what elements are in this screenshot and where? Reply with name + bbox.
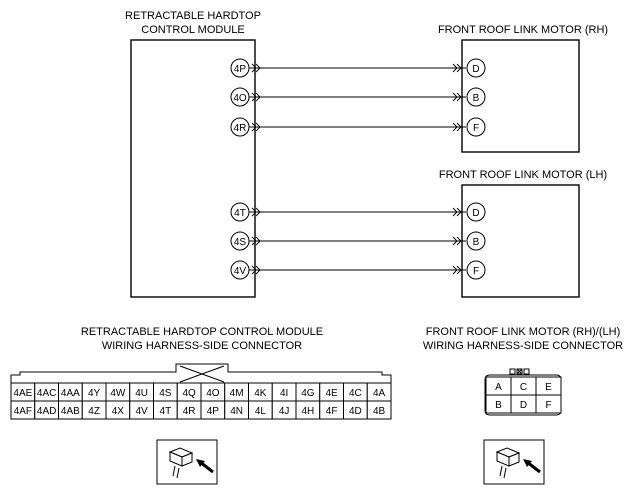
connector-cell-label: 4M xyxy=(230,388,244,399)
motor-lh-title: FRONT ROOF LINK MOTOR (LH) xyxy=(439,169,607,181)
connector-cell-label: 4AA xyxy=(61,388,80,399)
connector-chevrons xyxy=(251,63,462,275)
connector-cell-label: 4B xyxy=(373,406,386,417)
connector-cell-label: 4G xyxy=(301,388,315,399)
module-pin-label: 4P xyxy=(234,64,247,75)
connector-cell-label: 4K xyxy=(254,388,267,399)
motor-rh-pin-B: B xyxy=(466,87,486,107)
connector-cell-label: 4V xyxy=(136,406,149,417)
module-connector-cells: 4AE 4AC 4AA 4Y 4W 4U 4S 4Q 4O 4M 4K 4I 4G 4E 4C 4A 4AF 4A… xyxy=(10,382,392,420)
module-title-line2: CONTROL MODULE xyxy=(141,24,245,36)
motor-lh-box xyxy=(461,184,580,298)
module-pin-4P: 4P xyxy=(230,58,250,78)
connector-cell-label: 4A xyxy=(373,388,386,399)
connector-cell-label: 4T xyxy=(160,406,172,417)
connector-cell-label: 4Y xyxy=(88,388,101,399)
connector-cell-label: 4C xyxy=(349,388,362,399)
connector-cell-label: 4AE xyxy=(13,388,32,399)
module-pin-4V: 4V xyxy=(230,260,250,280)
connector-cell-label: 4N xyxy=(230,406,243,417)
connector-cell-label: 4Q xyxy=(182,388,196,399)
connector-cell-label: F xyxy=(545,400,551,411)
motor-connector-title-line2: WIRING HARNESS-SIDE CONNECTOR xyxy=(423,340,623,352)
wires xyxy=(249,67,466,271)
connector-view-icon xyxy=(156,439,218,485)
motor-lh-pin-D: D xyxy=(466,202,486,222)
motor-connector-title-line1: FRONT ROOF LINK MOTOR (RH)/(LH) xyxy=(426,326,621,338)
module-title-line1: RETRACTABLE HARDTOP xyxy=(125,10,261,22)
connector-cell-label: 4AC xyxy=(37,388,56,399)
module-pin-4R: 4R xyxy=(230,117,250,137)
connector-view-icon xyxy=(483,439,545,485)
connector-cell-label: 4R xyxy=(183,406,196,417)
module-connector-title-line2: WIRING HARNESS-SIDE CONNECTOR xyxy=(102,340,302,352)
motor-rh-pin-D: D xyxy=(466,58,486,78)
connector-cell-label: 4I xyxy=(280,388,288,399)
motor-pin-label: F xyxy=(473,266,479,277)
motor-pin-label: B xyxy=(473,237,480,248)
connector-cell-label: 4AB xyxy=(61,406,80,417)
connector-cell-label: E xyxy=(545,382,552,393)
module-connector-title-line1: RETRACTABLE HARDTOP CONTROL MODULE xyxy=(81,326,323,338)
connector-cell-label: 4S xyxy=(159,388,172,399)
connector-cell-label: 4E xyxy=(326,388,339,399)
connector-cell-label: 4AD xyxy=(37,406,56,417)
module-connector-housing xyxy=(10,363,392,383)
connector-cell-label: B xyxy=(495,400,502,411)
connector-cell-label: 4AF xyxy=(14,406,32,417)
connector-cell-label: A xyxy=(495,382,502,393)
connector-cell-label: 4L xyxy=(255,406,267,417)
module-pin-4O: 4O xyxy=(230,87,250,107)
motor-connector-cells: A C E B D F xyxy=(485,376,562,414)
control-module-box xyxy=(130,39,256,298)
connector-cell-label: 4H xyxy=(301,406,314,417)
connector-cell-label: 4J xyxy=(279,406,290,417)
connector-cell-label: 4D xyxy=(349,406,362,417)
module-pin-label: 4O xyxy=(233,93,247,104)
connector-cell-label: 4F xyxy=(326,406,338,417)
connector-cell-label: 4O xyxy=(206,388,220,399)
motor-pin-label: D xyxy=(472,208,479,219)
connector-cell-label: 4U xyxy=(135,388,148,399)
connector-cell-label: C xyxy=(520,382,527,393)
module-pin-label: 4S xyxy=(234,237,247,248)
motor-lh-pin-F: F xyxy=(466,260,486,280)
motor-lh-pin-B: B xyxy=(466,231,486,251)
module-pin-label: 4R xyxy=(234,123,247,134)
connector-cell-label: 4X xyxy=(112,406,125,417)
motor-pin-label: F xyxy=(473,123,479,134)
module-pin-4S: 4S xyxy=(230,231,250,251)
module-pin-label: 4V xyxy=(234,266,247,277)
connector-cell-label: 4Z xyxy=(88,406,100,417)
module-pin-4T: 4T xyxy=(230,202,250,222)
motor-rh-pin-F: F xyxy=(466,117,486,137)
motor-pin-label: D xyxy=(472,64,479,75)
module-pin-label: 4T xyxy=(234,208,246,219)
motor-pin-label: B xyxy=(473,93,480,104)
connector-cell-label: D xyxy=(520,400,527,411)
connector-cell-label: 4P xyxy=(207,406,220,417)
motor-rh-title: FRONT ROOF LINK MOTOR (RH) xyxy=(438,24,608,36)
motor-rh-box xyxy=(461,39,580,153)
connector-cell-label: 4W xyxy=(110,388,126,399)
connector-cell xyxy=(535,394,562,414)
connector-cell xyxy=(366,400,392,420)
